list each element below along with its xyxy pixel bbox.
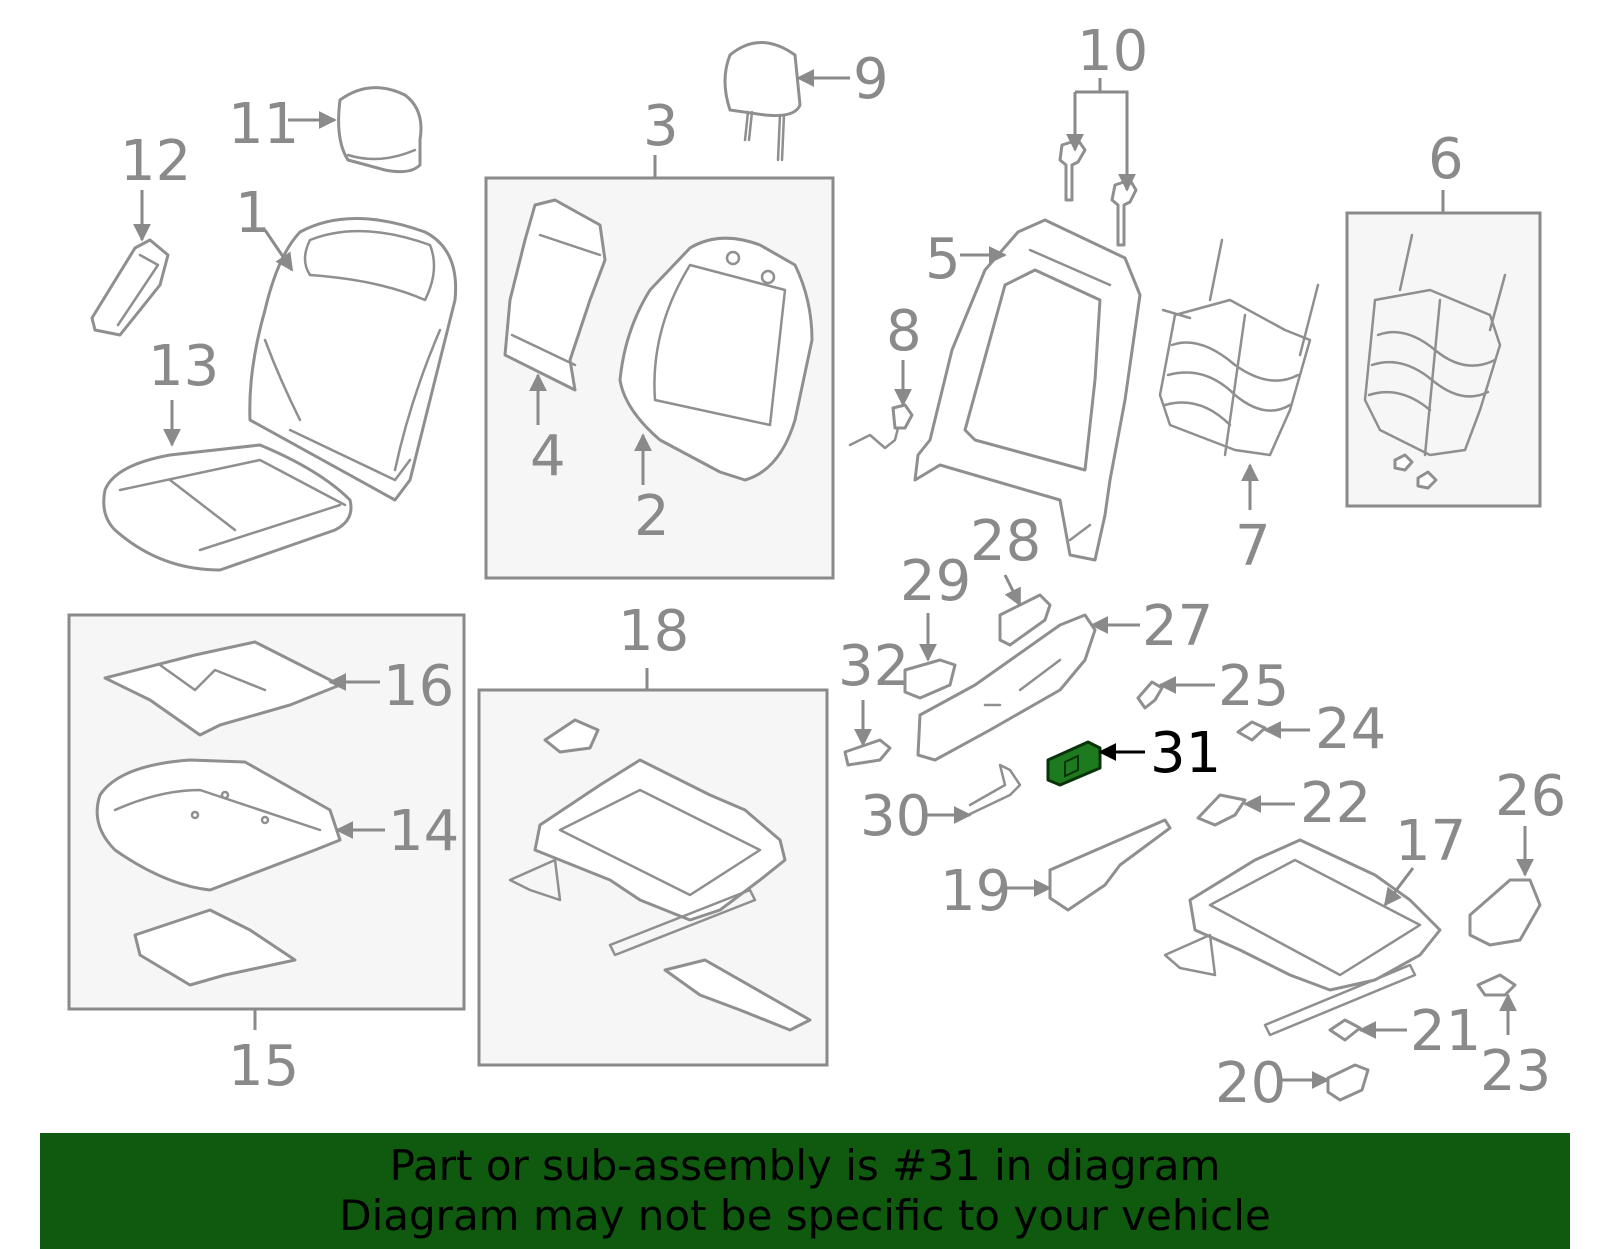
part-12-trim	[90, 238, 170, 337]
label-10: 10	[1077, 19, 1148, 84]
part-18-seat-track	[508, 718, 812, 1032]
label-30: 30	[860, 784, 931, 849]
banner-line-1: Part or sub-assembly is #31 in diagram	[389, 1141, 1221, 1190]
part-15-insulator	[133, 908, 297, 987]
part-8-cable	[848, 403, 914, 450]
part-10-guides	[1058, 138, 1138, 247]
part-31-switch-highlighted[interactable]	[1046, 740, 1102, 787]
label-8: 8	[886, 299, 922, 364]
label-11: 11	[228, 92, 299, 157]
label-18: 18	[618, 599, 689, 664]
info-banner: Part or sub-assembly is #31 in diagram D…	[40, 1133, 1570, 1249]
label-9: 9	[853, 47, 889, 112]
label-23: 23	[1480, 1039, 1551, 1104]
part-1-seat-back	[248, 217, 458, 502]
part-23-bracket	[1476, 973, 1517, 997]
part-24-pad	[1236, 720, 1267, 742]
label-25: 25	[1218, 654, 1289, 719]
part-27-shield	[916, 613, 1097, 762]
part-25-clip	[1136, 680, 1164, 710]
label-15: 15	[228, 1034, 299, 1099]
label-19: 19	[940, 859, 1011, 924]
part-2-back-cover	[618, 236, 814, 482]
part-28-bezel	[998, 593, 1052, 647]
label-21: 21	[1410, 999, 1481, 1064]
part-32-cap	[843, 738, 892, 767]
label-6: 6	[1428, 127, 1464, 192]
label-12: 12	[120, 129, 191, 194]
part-13-seat-cushion	[102, 443, 353, 572]
label-27: 27	[1142, 594, 1213, 659]
label-16: 16	[383, 654, 454, 719]
label-32: 32	[838, 634, 909, 699]
label-14: 14	[388, 799, 459, 864]
part-26-trim	[1468, 878, 1542, 947]
part-4-panel	[503, 198, 607, 392]
label-1: 1	[235, 181, 271, 246]
part-6-spring-mat	[1363, 233, 1507, 490]
part-14-cushion-pad	[95, 758, 342, 892]
part-11-headrest	[337, 86, 423, 174]
leader-lines	[133, 69, 1534, 1089]
label-3: 3	[643, 94, 679, 159]
label-26: 26	[1495, 764, 1566, 829]
label-22: 22	[1300, 771, 1371, 836]
part-9-headrest	[723, 41, 802, 162]
part-19-cover	[1048, 818, 1172, 912]
label-20: 20	[1215, 1051, 1286, 1116]
part-21-pad	[1328, 1018, 1362, 1042]
label-17: 17	[1395, 809, 1466, 874]
banner-line-2: Diagram may not be specific to your vehi…	[339, 1191, 1271, 1240]
label-2: 2	[634, 484, 670, 549]
part-5-back-frame	[913, 218, 1142, 562]
part-29-cover	[903, 658, 957, 700]
part-20-cover	[1326, 1063, 1370, 1102]
label-7: 7	[1235, 514, 1271, 579]
label-4: 4	[530, 424, 566, 489]
label-5: 5	[925, 227, 961, 292]
part-22-bracket	[1196, 793, 1247, 827]
group-box-6	[1345, 211, 1542, 508]
part-7-spring-mat	[1158, 238, 1320, 457]
label-31: 31	[1150, 721, 1221, 786]
callout-labels: 1 2 3 4 5 6 7 8 9 10 11 12 13 14 15 16 1…	[120, 19, 1566, 1116]
label-13: 13	[148, 334, 219, 399]
label-28: 28	[970, 509, 1041, 574]
part-17-seat-track	[1163, 838, 1442, 1037]
part-30-bracket	[966, 763, 1022, 817]
label-29: 29	[900, 549, 971, 614]
part-16-pad	[103, 640, 342, 737]
label-24: 24	[1315, 697, 1386, 762]
